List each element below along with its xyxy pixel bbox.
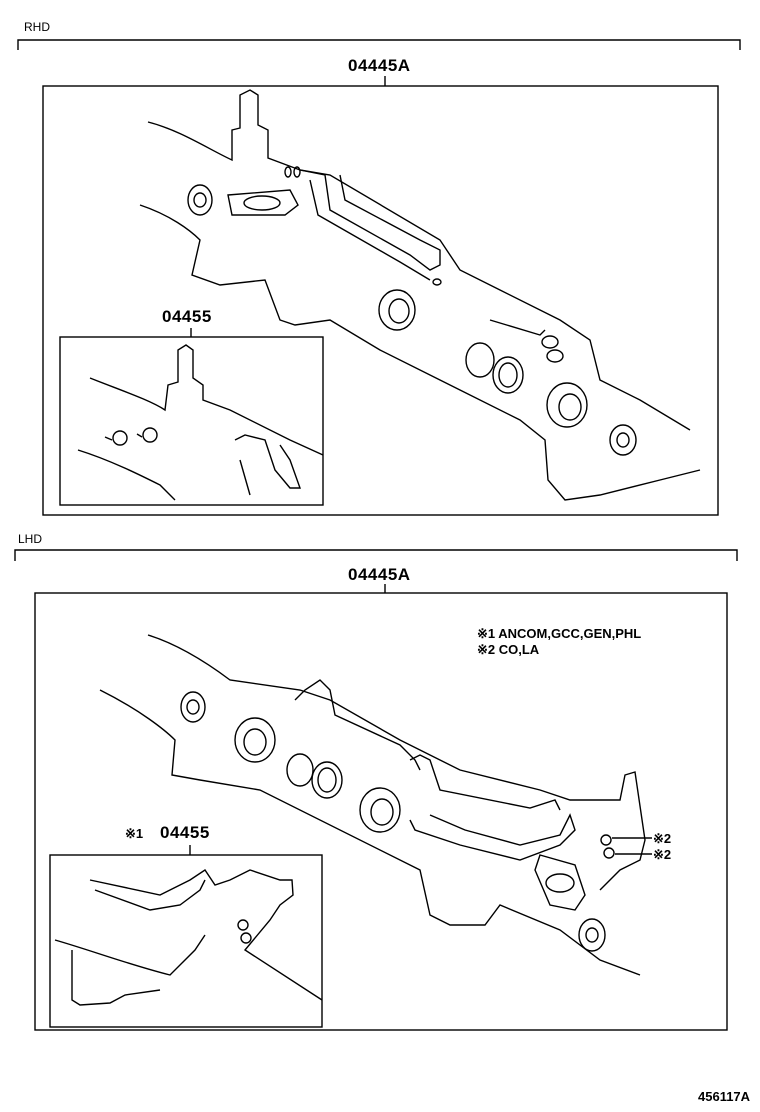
lhd-sub-drawing: [54, 869, 323, 1006]
rhd-bracket: [17, 39, 741, 86]
lhd-bracket: [14, 549, 738, 593]
callout-mark-lower: ※2: [653, 847, 672, 862]
rhd-sub-part-number[interactable]: 04455: [162, 307, 212, 326]
note-2: ※2 CO,LA: [477, 642, 540, 657]
lhd-main-box: [34, 592, 728, 1031]
callout-mark-upper: ※2: [653, 831, 672, 846]
lhd-sub-box: [49, 854, 323, 1028]
lhd-sub-part-mark: ※1: [125, 826, 144, 841]
lhd-sub-part-number[interactable]: 04455: [160, 823, 210, 842]
lhd-section-label: LHD: [18, 532, 43, 546]
rhd-sub-drawing: [77, 344, 324, 501]
rhd-section-label: RHD: [24, 20, 50, 34]
note-1: ※1 ANCOM,GCC,GEN,PHL: [477, 626, 642, 641]
lhd-main-part-number[interactable]: 04445A: [348, 565, 411, 584]
rhd-sub-box: [59, 336, 324, 506]
rhd-main-box: [42, 85, 719, 516]
figure-code: 456117A: [698, 1089, 751, 1104]
rhd-steering-rack: [139, 89, 701, 501]
rhd-main-part-number[interactable]: 04445A: [348, 56, 411, 75]
lhd-steering-rack: [99, 634, 652, 976]
